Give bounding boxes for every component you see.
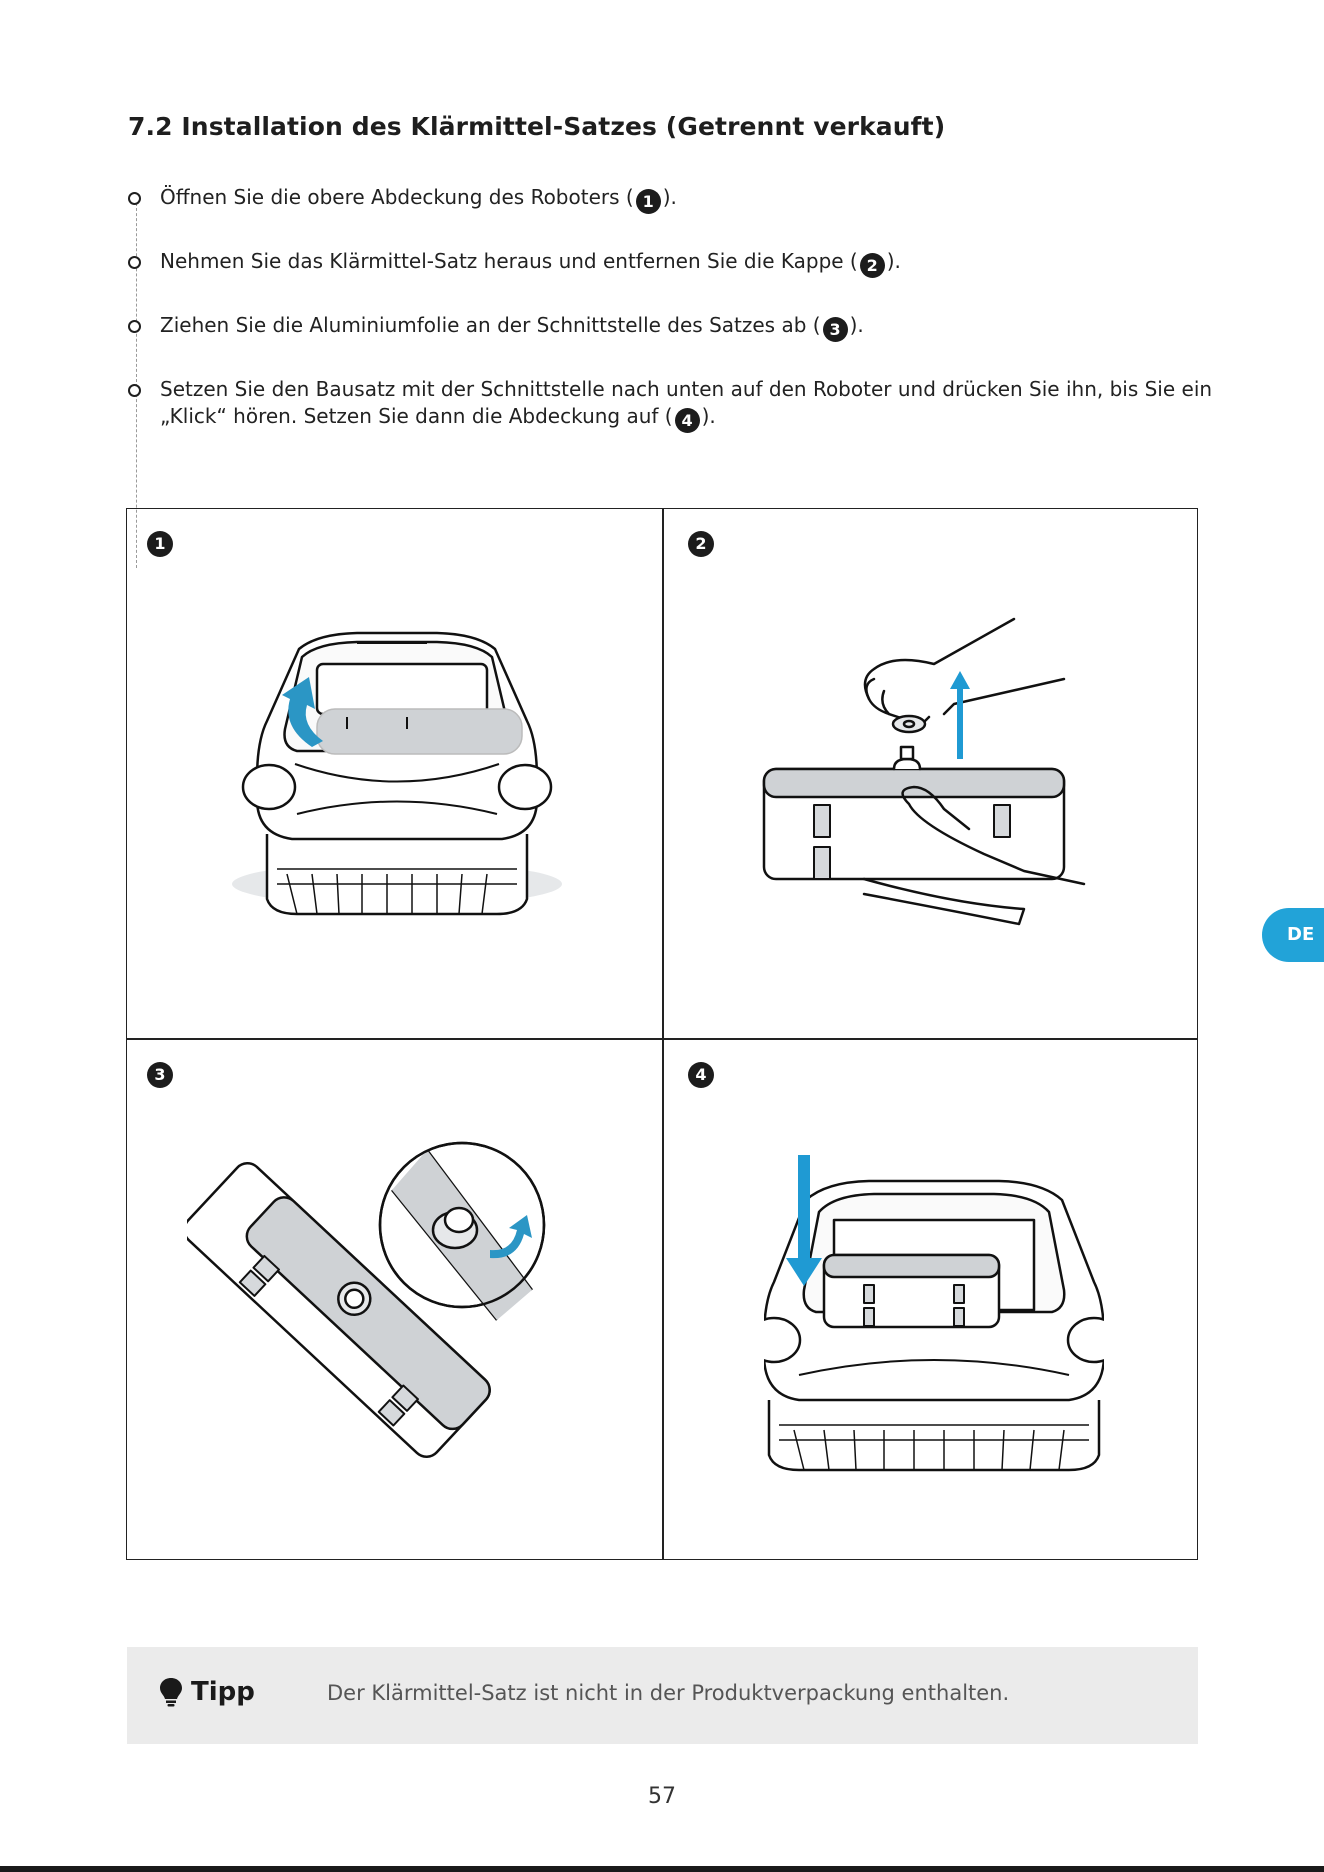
language-tab: DE [1262, 908, 1324, 962]
robot-open-cover-illustration [232, 631, 562, 916]
step-4-number: 4 [674, 408, 700, 433]
tip-label: Tipp [191, 1677, 255, 1707]
step-2-number: 2 [859, 253, 885, 278]
step-3-text: Ziehen Sie die Aluminiumfolie an der Sch… [160, 313, 821, 337]
panel-4: 4 [664, 1040, 1199, 1561]
step-3-number: 3 [822, 317, 848, 342]
tip-text: Der Klärmittel-Satz ist nicht in der Pro… [327, 1681, 1010, 1705]
grid-divider-vertical [662, 509, 664, 1559]
page-bottom-bar [0, 1866, 1324, 1872]
step-1-number: 1 [635, 189, 661, 214]
grid-divider-horizontal [127, 1038, 1197, 1040]
remove-cap-illustration [762, 617, 1086, 926]
insert-kit-illustration [764, 1155, 1104, 1472]
step-2-text: Nehmen Sie das Klärmittel-Satz heraus un… [160, 249, 858, 273]
step-4-text-end: ). [701, 404, 716, 428]
step-bullet-icon [128, 320, 141, 333]
panel-2: 2 [664, 509, 1199, 1038]
illustration-grid: 1 2 [126, 508, 1198, 1560]
step-1-text: Öffnen Sie die obere Abdeckung des Robot… [160, 185, 634, 209]
step-bullet-icon [128, 384, 141, 397]
step-connector-line [136, 198, 137, 568]
step-bullet-icon [128, 192, 141, 205]
page-number: 57 [648, 1784, 676, 1809]
step-bullet-icon [128, 256, 141, 269]
panel-1-number: 1 [147, 531, 173, 557]
panel-2-number: 2 [688, 531, 714, 557]
peel-foil-illustration [187, 1141, 546, 1458]
panel-1: 1 [127, 509, 662, 1038]
step-4-text: Setzen Sie den Bausatz mit der Schnittst… [160, 377, 1213, 428]
step-2-text-end: ). [886, 249, 901, 273]
lightbulb-icon [160, 1678, 182, 1707]
step-3-text-end: ). [849, 313, 864, 337]
tip-box: Tipp Der Klärmittel-Satz ist nicht in de… [127, 1647, 1198, 1744]
panel-4-number: 4 [688, 1062, 714, 1088]
section-title: 7.2 Installation des Klärmittel-Satzes (… [128, 112, 946, 141]
panel-3: 3 [127, 1040, 662, 1561]
step-1-text-end: ). [662, 185, 677, 209]
panel-3-number: 3 [147, 1062, 173, 1088]
